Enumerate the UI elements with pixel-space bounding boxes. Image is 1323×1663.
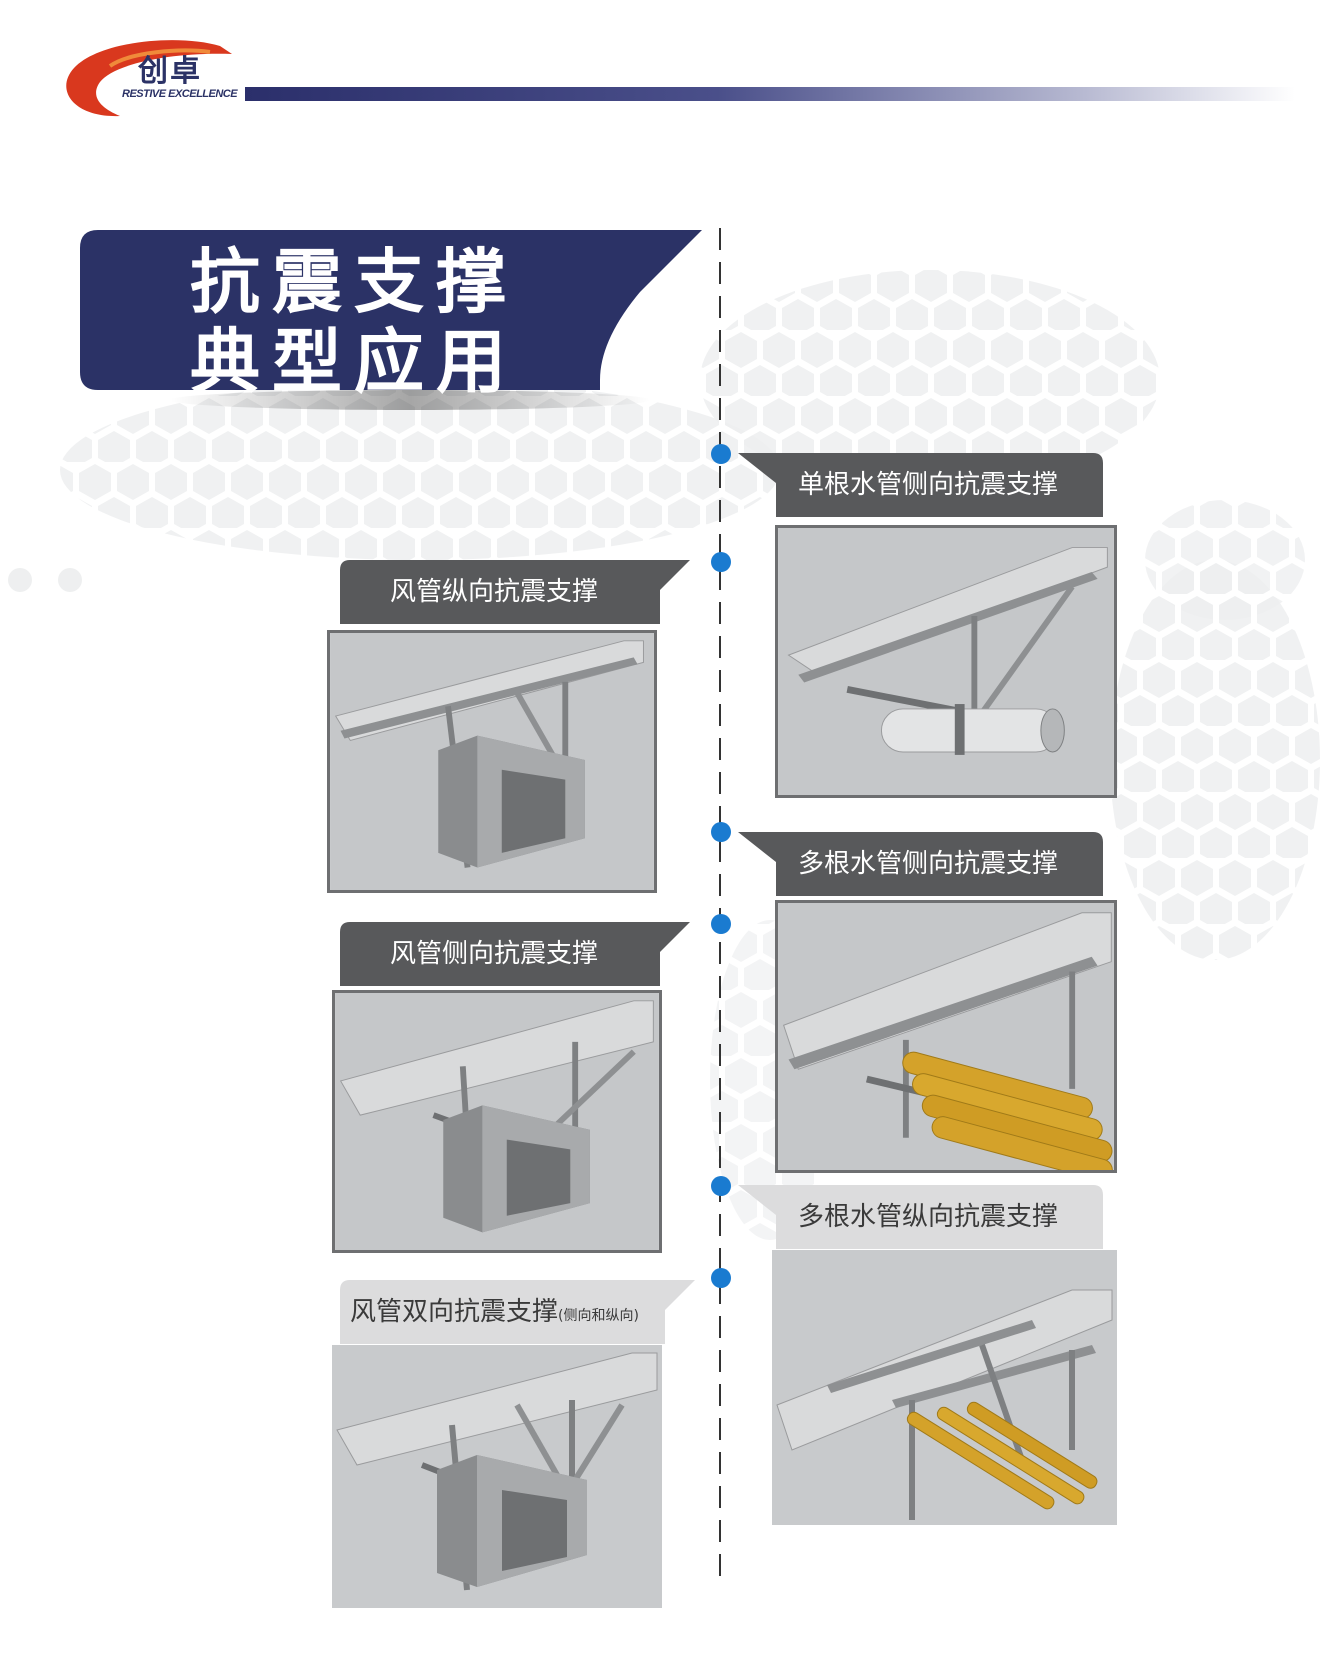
item-image-panel xyxy=(775,525,1117,798)
logo-chinese-text: 创卓 xyxy=(138,54,202,89)
item-label-sub: (侧向和纵向) xyxy=(558,1308,639,1324)
item-label-tag: 风管纵向抗震支撑 xyxy=(340,560,690,624)
timeline-dot xyxy=(711,1176,731,1196)
timeline-dot xyxy=(711,1268,731,1288)
multi-pipe-longitudinal-brace-illustration xyxy=(772,1250,1117,1525)
timeline-dot xyxy=(711,552,731,572)
item-label-text: 风管双向抗震支撑(侧向和纵向) xyxy=(350,1280,639,1344)
item-image-panel xyxy=(332,1345,662,1608)
item-label-text: 多根水管纵向抗震支撑 xyxy=(798,1202,1059,1232)
item-label-tag: 多根水管侧向抗震支撑 xyxy=(738,832,1103,896)
logo-english-text: RESTIVE EXCELLENCE xyxy=(122,88,238,100)
duct-longitudinal-brace-illustration xyxy=(330,633,654,890)
item-label-tag: 风管侧向抗震支撑 xyxy=(340,922,690,986)
item-label-text: 风管侧向抗震支撑 xyxy=(390,939,599,969)
item-image-panel xyxy=(327,630,657,893)
single-pipe-lateral-brace-illustration xyxy=(778,528,1114,795)
title-banner xyxy=(80,230,702,410)
duct-bidirectional-brace-illustration xyxy=(332,1345,662,1608)
page-title-line2: 典型应用 xyxy=(190,321,518,403)
item-label-main: 风管双向抗震支撑 xyxy=(350,1297,559,1327)
item-image-panel xyxy=(772,1250,1117,1525)
item-label-tag: 多根水管纵向抗震支撑 xyxy=(738,1185,1103,1249)
item-image-panel xyxy=(332,990,662,1253)
page-title-line1: 抗震支撑 xyxy=(190,241,518,323)
item-label-text: 风管纵向抗震支撑 xyxy=(390,577,599,607)
timeline-dot xyxy=(711,444,731,464)
item-label-text: 单根水管侧向抗震支撑 xyxy=(798,470,1059,500)
item-image-panel xyxy=(775,900,1117,1173)
company-logo: 创卓 RESTIVE EXCELLENCE xyxy=(60,38,240,120)
multi-pipe-lateral-brace-illustration xyxy=(778,903,1114,1170)
duct-lateral-brace-illustration xyxy=(335,993,659,1250)
header-gradient-bar xyxy=(245,87,1295,101)
timeline-dot xyxy=(711,822,731,842)
timeline-dot xyxy=(711,914,731,934)
item-label-text: 多根水管侧向抗震支撑 xyxy=(798,849,1059,879)
page-title: 抗震支撑 典型应用 xyxy=(190,242,610,402)
item-label-tag: 风管双向抗震支撑(侧向和纵向) xyxy=(340,1280,695,1344)
timeline-dashed-line xyxy=(719,228,721,1588)
item-label-tag: 单根水管侧向抗震支撑 xyxy=(738,453,1103,517)
